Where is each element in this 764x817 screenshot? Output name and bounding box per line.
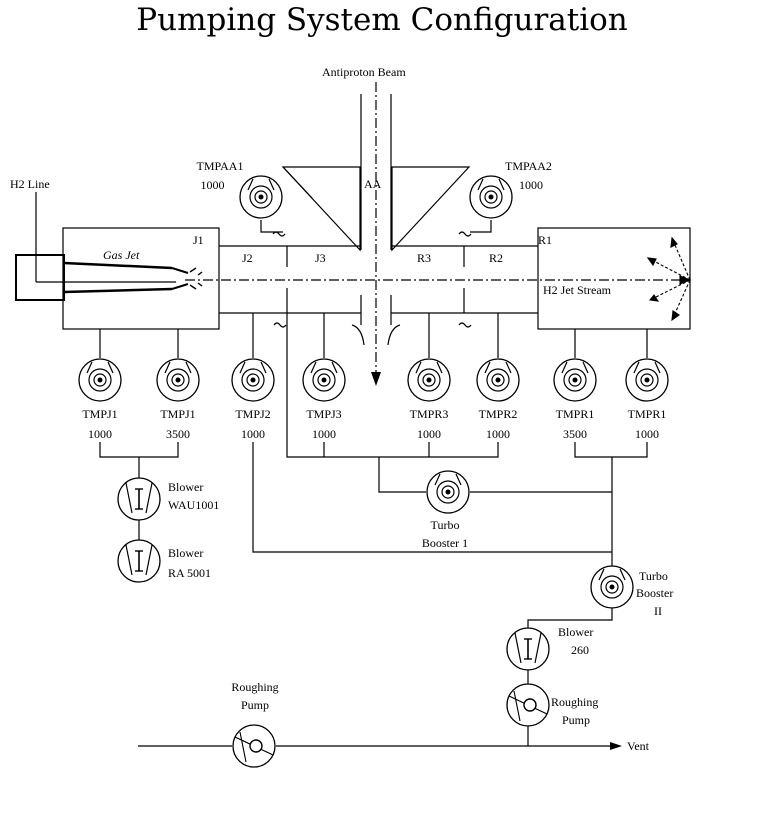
turbo1-line2: Booster 1 <box>421 536 469 550</box>
aa-chamber <box>281 166 471 252</box>
beam-pipe <box>351 94 401 346</box>
tmpr3-name: TMPR3 <box>409 407 449 421</box>
roughing-pump-right-icon <box>506 683 550 727</box>
roughing-left-line2: Pump <box>240 698 269 712</box>
tmpj1-1000-pump-icon <box>78 358 122 402</box>
tmpj2-pump-icon <box>231 358 275 402</box>
tmpaa1-size: 1000 <box>200 178 225 192</box>
roughing-right-line2: Pump <box>562 713 591 727</box>
section-j1-label: J1 <box>193 233 204 247</box>
tmpaa2-pump-icon <box>469 175 513 219</box>
pump-stems <box>99 313 648 358</box>
aa-pump-connections <box>260 220 492 233</box>
tmpr1-1000-size: 1000 <box>635 427 659 441</box>
gas-jet-label: Gas Jet <box>103 248 140 262</box>
jet-stream-arrows <box>646 236 692 322</box>
tmpaa1-name: TMPAA1 <box>196 159 244 173</box>
tmpj2-size: 1000 <box>241 427 265 441</box>
tmpj1-1000-name: TMPJ1 <box>82 407 118 421</box>
section-j2-label: J2 <box>242 251 253 265</box>
tmpr2-name: TMPR2 <box>478 407 518 421</box>
turbo-booster-1-icon <box>426 470 470 514</box>
antiproton-beam-label: Antiproton Beam <box>322 65 406 79</box>
blower-ra5001-icon <box>117 539 161 583</box>
roughing-left-line1: Roughing <box>231 680 279 694</box>
tmpr2-size: 1000 <box>486 427 510 441</box>
beam-arrowhead <box>371 372 381 386</box>
tmpj3-pump-icon <box>302 358 346 402</box>
section-r3-label: R3 <box>417 251 432 265</box>
tmpr1-3500-pump-icon <box>553 358 597 402</box>
turbo2-line3: II <box>654 604 662 618</box>
tmpj1-1000-size: 1000 <box>88 427 112 441</box>
tmpr2-pump-icon <box>476 358 520 402</box>
turbo2-line2: Booster <box>636 586 674 600</box>
h2-gas-line <box>15 192 203 301</box>
tmpr3-size: 1000 <box>417 427 441 441</box>
tmpaa2-name: TMPAA2 <box>505 159 552 173</box>
tmpr1-1000-name: TMPR1 <box>627 407 667 421</box>
tmpaa2-size: 1000 <box>519 178 543 192</box>
tmpj1-3500-size: 3500 <box>166 427 190 441</box>
roughing-pump-left-icon <box>232 724 276 768</box>
section-r2-label: R2 <box>489 251 504 265</box>
tmpr1-1000-pump-icon <box>625 358 669 402</box>
tmpj1-3500-pump-icon <box>156 358 200 402</box>
section-j3-label: J3 <box>315 251 326 265</box>
tmpj3-size: 1000 <box>312 427 336 441</box>
turbo2-line1: Turbo <box>639 569 668 583</box>
blower-ra-line1: Blower <box>168 546 204 560</box>
blower-wau1001-icon <box>117 477 161 521</box>
tmpj3-name: TMPJ3 <box>306 407 342 421</box>
tmpaa1-pump-icon <box>239 175 283 219</box>
h2-line-label: H2 Line <box>10 177 50 191</box>
blower-wau-line2: WAU1001 <box>168 498 220 512</box>
tmpj1-3500-name: TMPJ1 <box>160 407 196 421</box>
jet-stream-label: H2 Jet Stream <box>543 283 611 297</box>
blower-260-line1: Blower <box>558 625 594 639</box>
section-r1-label: R1 <box>538 233 553 247</box>
vent-arrowhead <box>610 742 622 750</box>
tmpj2-name: TMPJ2 <box>235 407 271 421</box>
foreline-piping <box>99 313 648 747</box>
blower-260-icon <box>506 627 550 671</box>
blower-wau-line1: Blower <box>168 480 204 494</box>
chamber-r1 <box>537 227 691 330</box>
vent-label: Vent <box>627 739 649 753</box>
blower-260-line2: 260 <box>571 643 589 657</box>
roughing-right-line1: Roughing <box>551 695 599 709</box>
blower-ra-line2: RA 5001 <box>168 566 212 580</box>
tmpr1-3500-name: TMPR1 <box>555 407 595 421</box>
tmpr1-3500-size: 3500 <box>563 427 587 441</box>
diagram-title: Pumping System Configuration <box>136 2 628 38</box>
beamline-pipe <box>219 245 538 314</box>
turbo1-line1: Turbo <box>430 518 460 532</box>
aa-label: AA <box>364 177 382 191</box>
tmpr3-pump-icon <box>407 358 451 402</box>
turbo-booster-2-icon <box>590 565 634 609</box>
